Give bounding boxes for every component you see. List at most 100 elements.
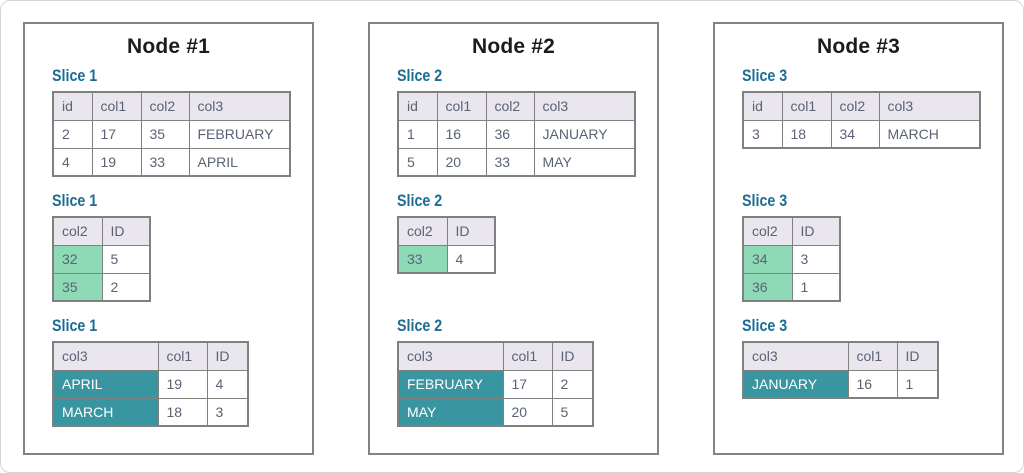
column-header-cell: id bbox=[397, 91, 438, 121]
table-cell: 3 bbox=[742, 119, 783, 149]
table-cell: 3 bbox=[791, 244, 841, 274]
table-cell: 20 bbox=[502, 397, 553, 427]
table-cell: 5 bbox=[551, 397, 594, 427]
column-header-cell: col3 bbox=[533, 91, 636, 121]
table-cell: 34 bbox=[830, 119, 880, 149]
column-header-cell: col1 bbox=[91, 91, 142, 121]
table-cell: FEBRUARY bbox=[397, 369, 504, 399]
table-cell: 16 bbox=[436, 119, 487, 149]
slice-label: Slice 2 bbox=[397, 316, 443, 335]
column-header-cell: col3 bbox=[742, 341, 849, 371]
table-cell: 18 bbox=[781, 119, 832, 149]
table-cell: 36 bbox=[742, 272, 793, 302]
table-cell: MAY bbox=[533, 147, 636, 177]
table-cell: 4 bbox=[206, 369, 249, 399]
table-cell: APRIL bbox=[52, 369, 159, 399]
table-cell: 19 bbox=[91, 147, 142, 177]
table-cell: 17 bbox=[91, 119, 142, 149]
table-cell: 33 bbox=[397, 244, 448, 274]
table-cell: MAY bbox=[397, 397, 504, 427]
slice-label: Slice 3 bbox=[742, 191, 788, 210]
table-cell: 1 bbox=[791, 272, 841, 302]
table-cell: 4 bbox=[446, 244, 496, 274]
table-cell: MARCH bbox=[878, 119, 981, 149]
column-header-cell: ID bbox=[551, 341, 594, 371]
table-cell: 17 bbox=[502, 369, 553, 399]
column-header-cell: col2 bbox=[742, 216, 793, 246]
column-header-cell: col2 bbox=[52, 216, 103, 246]
column-header-cell: ID bbox=[791, 216, 841, 246]
table-cell: 32 bbox=[52, 244, 103, 274]
table-cell: 35 bbox=[52, 272, 103, 302]
table-cell: 2 bbox=[551, 369, 594, 399]
slice-label: Slice 2 bbox=[397, 191, 443, 210]
column-header-cell: id bbox=[742, 91, 783, 121]
table-cell: FEBRUARY bbox=[188, 119, 291, 149]
table-cell: 5 bbox=[101, 244, 151, 274]
table-cell: 18 bbox=[157, 397, 208, 427]
table-cell: JANUARY bbox=[533, 119, 636, 149]
table-cell: 4 bbox=[52, 147, 93, 177]
table-cell: 2 bbox=[101, 272, 151, 302]
table-cell: 33 bbox=[485, 147, 535, 177]
column-header-cell: col2 bbox=[830, 91, 880, 121]
table-cell: 19 bbox=[157, 369, 208, 399]
slice-label: Slice 3 bbox=[742, 316, 788, 335]
table-cell: APRIL bbox=[188, 147, 291, 177]
column-header-cell: col1 bbox=[157, 341, 208, 371]
slice-label: Slice 1 bbox=[52, 316, 98, 335]
table-cell: 36 bbox=[485, 119, 535, 149]
column-header-cell: col3 bbox=[878, 91, 981, 121]
table-cell: MARCH bbox=[52, 397, 159, 427]
column-header-cell: col1 bbox=[436, 91, 487, 121]
column-header-cell: ID bbox=[101, 216, 151, 246]
table-cell: 1 bbox=[397, 119, 438, 149]
column-header-cell: col2 bbox=[397, 216, 448, 246]
column-header-cell: col1 bbox=[781, 91, 832, 121]
table-cell: 5 bbox=[397, 147, 438, 177]
node-title: Node #2 bbox=[471, 35, 556, 58]
column-header-cell: col1 bbox=[847, 341, 898, 371]
table-cell: 35 bbox=[140, 119, 190, 149]
table-cell: 2 bbox=[52, 119, 93, 149]
table-cell: 20 bbox=[436, 147, 487, 177]
column-header-cell: id bbox=[52, 91, 93, 121]
slice-label: Slice 1 bbox=[52, 66, 98, 85]
column-header-cell: ID bbox=[896, 341, 939, 371]
table-cell: JANUARY bbox=[742, 369, 849, 399]
column-header-cell: col3 bbox=[188, 91, 291, 121]
column-header-cell: ID bbox=[446, 216, 496, 246]
